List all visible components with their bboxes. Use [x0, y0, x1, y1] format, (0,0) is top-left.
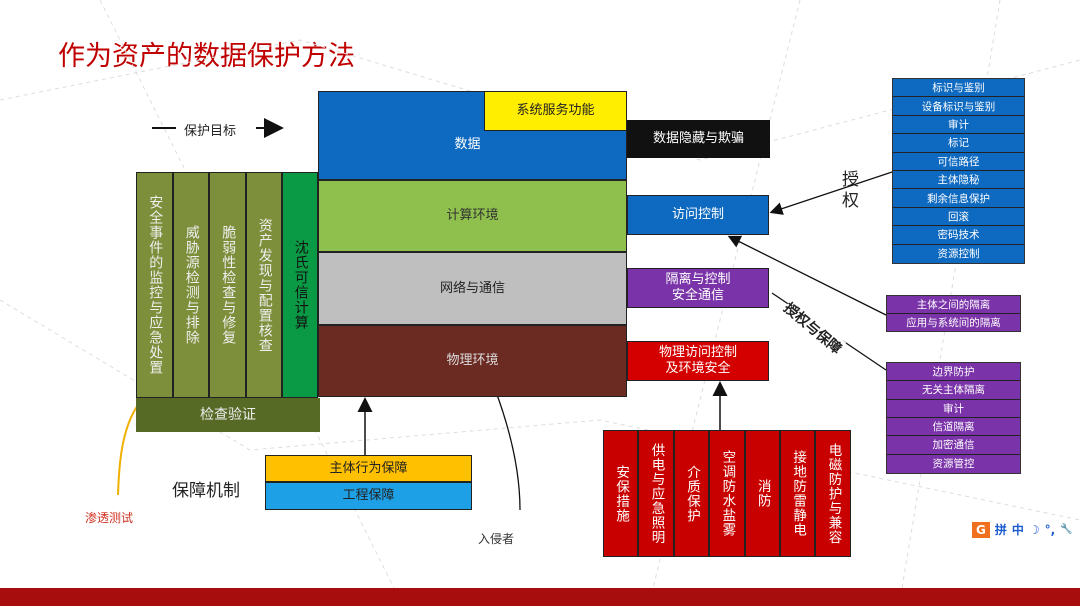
left-column-4: 资产发现与配置核查 — [246, 172, 282, 398]
physical-column: 接地防雷静电 — [780, 430, 816, 557]
auth-list-item: 设备标识与鉴别 — [893, 97, 1024, 116]
authorization-label: 授权 — [842, 170, 859, 212]
trusted-computing-column: 沈氏可信计算 — [282, 172, 318, 398]
isolation-list-item: 应用与系统间的隔离 — [906, 316, 1001, 329]
comm-list: 边界防护无关主体隔离审计信道隔离加密通信资源管控 — [886, 362, 1021, 474]
comm-list-item: 无关主体隔离 — [887, 381, 1020, 400]
ime-pinyin[interactable]: 拼 — [994, 523, 1007, 537]
physical-column: 介质保护 — [673, 430, 710, 557]
auth-list-item: 剩余信息保护 — [893, 189, 1024, 208]
inspection-bar: 检查验证 — [136, 398, 320, 432]
layer-data-label: 数据 — [454, 136, 481, 152]
isolation-list: 主体之间的隔离应用与系统间的隔离 — [886, 295, 1021, 332]
data-hiding-box: 数据隐藏与欺骗 — [627, 120, 770, 158]
pen-test-label: 渗透测试 — [85, 511, 134, 525]
ime-toolbar[interactable]: G 拼 中 ☽ °, 🔧 — [972, 521, 1073, 538]
layer-physical: 物理环境 — [318, 325, 627, 397]
comm-list-item: 审计 — [887, 400, 1020, 418]
left-column-1: 安全事件的监控与应急处置 — [136, 172, 173, 398]
punctuation-icon[interactable]: °, — [1044, 522, 1056, 537]
wrench-icon[interactable]: 🔧 — [1060, 524, 1073, 535]
layer-compute-label: 计算环境 — [446, 208, 499, 224]
intruder-label: 入侵者 — [478, 532, 515, 546]
layer-network: 网络与通信 — [318, 252, 627, 325]
moon-icon[interactable]: ☽ — [1028, 522, 1040, 537]
comm-list-item: 资源管控 — [932, 458, 975, 471]
physical-column: 消防 — [744, 430, 780, 557]
isolation-list-item: 主体之间的隔离 — [887, 296, 1020, 314]
protect-target-label: 保护目标 — [184, 124, 237, 139]
physical-column: 电磁防护与兼容 — [815, 430, 851, 557]
physical-access-box: 物理访问控制及环境安全 — [627, 341, 769, 381]
subject-behavior-box: 主体行为保障 — [265, 455, 472, 482]
layer-compute: 计算环境 — [318, 180, 627, 252]
isolation-box: 隔离与控制安全通信 — [627, 268, 769, 308]
auth-list-item: 标识与鉴别 — [893, 79, 1024, 98]
comm-list-item: 边界防护 — [887, 363, 1020, 382]
slide-title: 作为资产的数据保护方法 — [58, 41, 355, 72]
isolation-line2: 安全通信 — [671, 288, 724, 303]
auth-list-item: 主体隐秘 — [893, 171, 1024, 190]
layer-physical-label: 物理环境 — [446, 353, 499, 369]
system-service-box: 系统服务功能 — [484, 91, 627, 131]
auth-list-item: 审计 — [893, 116, 1024, 135]
access-control-box: 访问控制 — [627, 195, 769, 235]
physical-column: 安保措施 — [603, 430, 639, 557]
engineering-box: 工程保障 — [265, 482, 472, 510]
auth-list-item: 资源控制 — [937, 248, 980, 261]
physical-column: 供电与应急照明 — [638, 430, 674, 557]
auth-list: 标识与鉴别设备标识与鉴别审计标记可信路径主体隐秘剩余信息保护回滚密码技术资源控制 — [892, 78, 1025, 264]
left-column-2: 威胁源检测与排除 — [173, 172, 209, 398]
isolation-line1: 隔离与控制 — [665, 272, 731, 288]
auth-list-item: 标记 — [893, 134, 1024, 153]
comm-list-item: 信道隔离 — [887, 418, 1020, 437]
ime-chinese[interactable]: 中 — [1011, 523, 1024, 537]
comm-list-item: 加密通信 — [887, 436, 1020, 455]
ime-logo: G — [972, 521, 990, 538]
auth-list-item: 可信路径 — [893, 153, 1024, 171]
layer-network-label: 网络与通信 — [439, 280, 505, 296]
physical-access-line2: 及环境安全 — [665, 361, 731, 376]
auth-list-item: 回滚 — [893, 208, 1024, 227]
auth-list-item: 密码技术 — [893, 226, 1024, 245]
left-column-3: 脆弱性检查与修复 — [209, 172, 246, 398]
physical-access-line1: 物理访问控制 — [658, 345, 737, 361]
physical-column: 空调防水盐雾 — [709, 430, 745, 557]
assurance-mechanism-label: 保障机制 — [172, 481, 240, 501]
footer-bar — [0, 588, 1080, 606]
